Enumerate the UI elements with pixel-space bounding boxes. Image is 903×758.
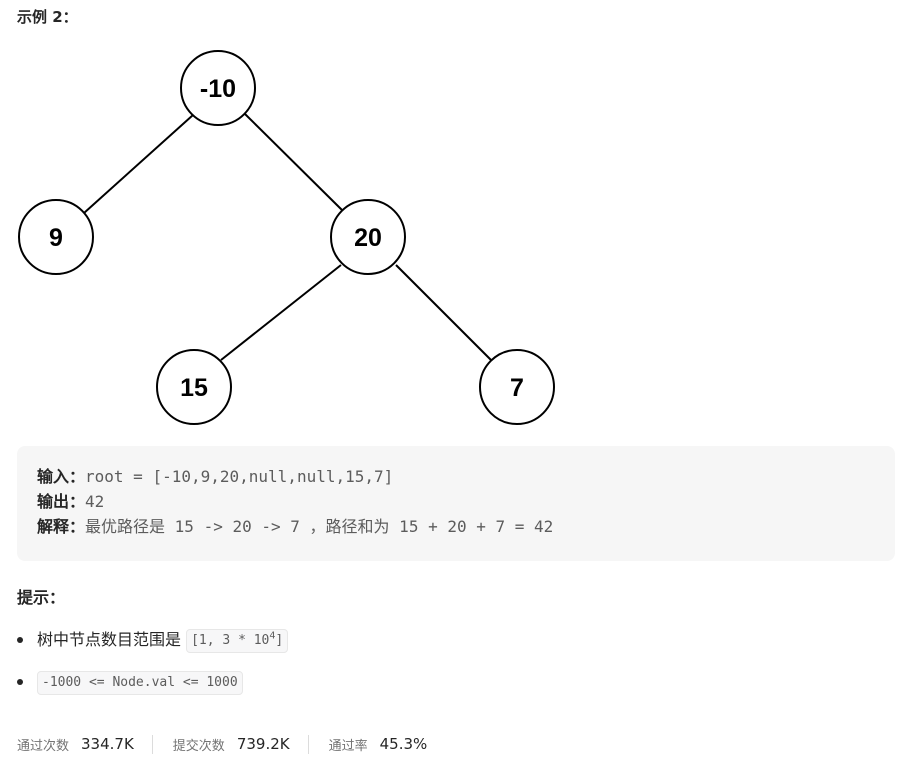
tree-edge-right-left bbox=[220, 264, 342, 361]
tree-node-root: -10 bbox=[180, 50, 256, 126]
output-value: 42 bbox=[85, 492, 105, 511]
constraint-node-value: -1000 <= Node.val <= 1000 bbox=[17, 667, 288, 697]
stat-acceptance-rate: 通过率 45.3% bbox=[307, 734, 446, 754]
code-suffix: ] bbox=[275, 632, 284, 648]
tree-node-label: 7 bbox=[510, 374, 524, 402]
stat-label: 通过率 bbox=[328, 738, 368, 754]
tree-node-left: 9 bbox=[18, 199, 94, 275]
stat-value: 45.3% bbox=[379, 735, 428, 753]
stat-submissions: 提交次数 739.2K bbox=[151, 734, 308, 754]
constraint-text: 树中节点数目范围是 bbox=[37, 630, 182, 649]
bullet-icon bbox=[17, 637, 23, 643]
code-exponent: 4 bbox=[269, 630, 276, 642]
tree-edge-right-right bbox=[395, 264, 494, 363]
submission-stats: 通过次数 334.7K 提交次数 739.2K 通过率 45.3% bbox=[17, 732, 445, 756]
explanation-line: 解释：最优路径是 15 -> 20 -> 7 ，路径和为 15 + 20 + 7… bbox=[37, 514, 875, 539]
stat-label: 通过次数 bbox=[17, 738, 70, 754]
constraint-code: [1, 3 * 104] bbox=[186, 628, 289, 653]
output-line: 输出：42 bbox=[37, 489, 875, 514]
stat-accepted: 通过次数 334.7K bbox=[17, 735, 152, 754]
tree-node-label: 9 bbox=[49, 224, 63, 252]
explanation-label: 解释： bbox=[37, 517, 86, 536]
example-io-box: 输入：root = [-10,9,20,null,null,15,7] 输出：4… bbox=[17, 446, 895, 561]
code-prefix: [1, 3 * 10 bbox=[191, 632, 270, 648]
tree-edge-root-right bbox=[244, 113, 344, 212]
tree-node-right-left: 15 bbox=[156, 349, 232, 425]
input-value: root = [-10,9,20,null,null,15,7] bbox=[85, 467, 394, 486]
explanation-sum: 15 + 20 + 7 = 42 bbox=[389, 517, 554, 536]
binary-tree-diagram: -10 9 20 15 7 bbox=[18, 50, 555, 425]
input-line: 输入：root = [-10,9,20,null,null,15,7] bbox=[37, 464, 875, 489]
bullet-icon bbox=[17, 679, 23, 685]
tree-node-label: 20 bbox=[354, 224, 382, 252]
hints-title: 提示： bbox=[17, 588, 66, 607]
input-label: 输入： bbox=[37, 467, 86, 486]
explanation-mid: ，路径和为 bbox=[309, 517, 390, 536]
tree-node-label: -10 bbox=[200, 75, 236, 103]
constraint-node-count: 树中节点数目范围是 [1, 3 * 104] bbox=[17, 625, 289, 655]
tree-node-right-right: 7 bbox=[479, 349, 555, 425]
explanation-prefix: 最优路径是 bbox=[85, 517, 166, 536]
example-title: 示例 2： bbox=[17, 8, 78, 26]
constraints-list: 树中节点数目范围是 [1, 3 * 104] -1000 <= Node.val… bbox=[17, 625, 289, 709]
stat-value: 334.7K bbox=[81, 735, 134, 753]
tree-node-label: 15 bbox=[180, 374, 208, 402]
explanation-path: 15 -> 20 -> 7 bbox=[165, 517, 310, 536]
stat-label: 提交次数 bbox=[172, 738, 225, 754]
tree-node-right: 20 bbox=[330, 199, 406, 275]
tree-edge-root-left bbox=[83, 114, 194, 214]
constraint-code: -1000 <= Node.val <= 1000 bbox=[37, 670, 243, 695]
output-label: 输出： bbox=[37, 492, 86, 511]
stat-value: 739.2K bbox=[236, 735, 290, 753]
